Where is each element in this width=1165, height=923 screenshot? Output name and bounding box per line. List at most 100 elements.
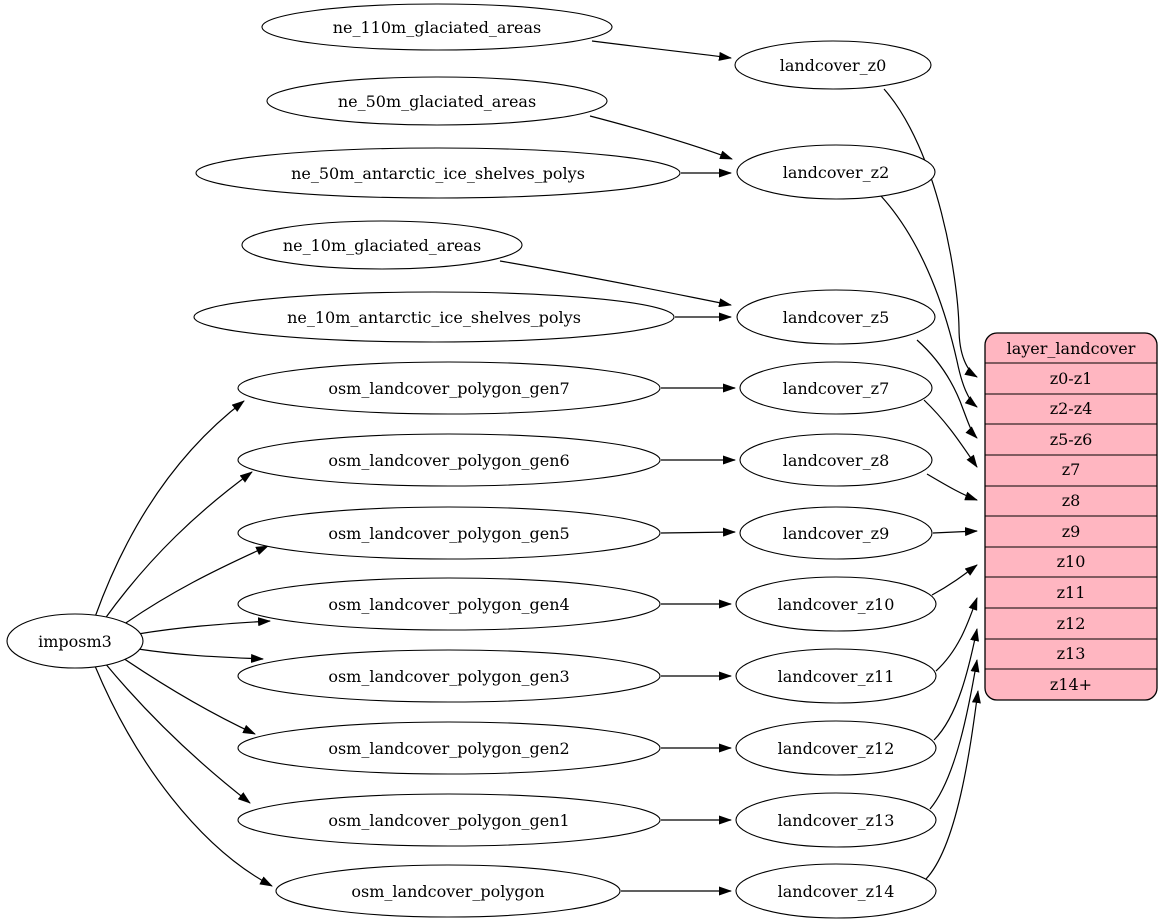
node-landcover-z2: landcover_z2 [736, 144, 936, 200]
imposm3-ellipse [6, 613, 144, 669]
node-osm-landcover-polygon: osm_landcover_polygon [275, 864, 621, 918]
osm-landcover-polygon-gen3-label: osm_landcover_polygon_gen3 [328, 667, 569, 686]
record-row-z12: z12 [1057, 614, 1086, 633]
node-osm-landcover-polygon-gen1: osm_landcover_polygon_gen1 [237, 793, 661, 847]
edge-landcover-z8-to-row-z8 [926, 473, 978, 501]
edge-ne-10m-glaciated-areas-to-landcover-z5 [499, 260, 732, 308]
node-landcover-z14: landcover_z14 [735, 863, 937, 919]
edge-landcover-z0-to-row-z0-z1 [883, 88, 978, 378]
record-row-z5-z6: z5-z6 [1050, 430, 1093, 449]
node-landcover-z5: landcover_z5 [736, 289, 936, 345]
node-landcover-z12: landcover_z12 [735, 720, 937, 776]
node-landcover-z13: landcover_z13 [735, 792, 937, 848]
landcover-z7-ellipse [739, 361, 933, 415]
record-row-z0-z1: z0-z1 [1050, 369, 1093, 388]
osm-landcover-polygon-gen5-ellipse [237, 506, 661, 560]
osm-landcover-polygon-gen1-ellipse [237, 793, 661, 847]
landcover-z11-label: landcover_z11 [778, 667, 895, 686]
node-ne-10m-glaciated-areas: ne_10m_glaciated_areas [241, 220, 523, 270]
ne-50m-glaciated-areas-ellipse [266, 76, 608, 126]
edge-imposm3-to-osm-landcover-polygon-gen2 [119, 655, 256, 735]
node-landcover-z7: landcover_z7 [739, 361, 933, 415]
landcover-z12-label: landcover_z12 [778, 739, 895, 758]
edge-imposm3-to-osm-landcover-polygon-gen3 [137, 648, 264, 663]
landcover-z13-label: landcover_z13 [778, 811, 895, 830]
landcover-z13-ellipse [735, 792, 937, 848]
edge-landcover-z11-to-row-z11 [935, 597, 978, 672]
ne-10m-antarctic-ice-shelves-polys-label: ne_10m_antarctic_ice_shelves_polys [287, 308, 581, 327]
node-imposm3: imposm3 [6, 613, 144, 669]
node-landcover-z10: landcover_z10 [735, 576, 937, 632]
edge-layer [94, 40, 981, 896]
layer-landcover-title: layer_landcover [1007, 339, 1136, 358]
ne-50m-glaciated-areas-label: ne_50m_glaciated_areas [338, 92, 536, 111]
edge-landcover-z9-to-row-z9 [932, 527, 978, 537]
landcover-z8-label: landcover_z8 [783, 451, 890, 470]
edge-landcover-z14-to-row-z14plus [925, 690, 981, 880]
landcover-z8-ellipse [739, 433, 933, 487]
edge-landcover-z7-to-row-z7 [923, 399, 978, 468]
record-row-z7: z7 [1062, 460, 1081, 479]
ne-50m-antarctic-ice-shelves-polys-ellipse [195, 147, 681, 199]
imposm3-label: imposm3 [38, 632, 112, 651]
edge-imposm3-to-osm-landcover-polygon [94, 665, 273, 887]
landcover-z5-ellipse [736, 289, 936, 345]
node-layer-landcover: layer_landcover z0-z1 z2-z4 z5-z6 z7 z8 … [984, 332, 1158, 701]
osm-landcover-polygon-gen2-label: osm_landcover_polygon_gen2 [328, 739, 569, 758]
layer-landcover-separators [985, 362, 1157, 670]
landcover-z5-label: landcover_z5 [783, 308, 890, 327]
edge-landcover-z2-to-row-z2-z4 [880, 195, 978, 408]
landcover-z10-ellipse [735, 576, 937, 632]
osm-landcover-polygon-ellipse [275, 864, 621, 918]
node-osm-landcover-polygon-gen7: osm_landcover_polygon_gen7 [237, 361, 661, 415]
node-landcover-z8: landcover_z8 [739, 433, 933, 487]
landcover-z2-ellipse [736, 144, 936, 200]
record-row-z13: z13 [1057, 644, 1086, 663]
node-osm-landcover-polygon-gen4: osm_landcover_polygon_gen4 [237, 577, 661, 631]
node-osm-landcover-polygon-gen2: osm_landcover_polygon_gen2 [237, 721, 661, 775]
landcover-z7-label: landcover_z7 [783, 379, 890, 398]
record-row-z10: z10 [1057, 552, 1086, 571]
edge-ne-110m-glaciated-areas-to-landcover-z0 [591, 40, 732, 61]
edge-imposm3-to-osm-landcover-polygon-gen6 [103, 471, 253, 621]
landcover-z2-label: landcover_z2 [783, 163, 890, 182]
edge-imposm3-to-osm-landcover-polygon-gen7 [94, 400, 245, 618]
osm-landcover-polygon-gen3-ellipse [237, 649, 661, 703]
landcover-z14-label: landcover_z14 [778, 882, 895, 901]
record-row-z8: z8 [1062, 491, 1081, 510]
ne-10m-glaciated-areas-label: ne_10m_glaciated_areas [283, 236, 481, 255]
osm-landcover-polygon-gen5-label: osm_landcover_polygon_gen5 [328, 524, 569, 543]
osm-landcover-polygon-gen4-label: osm_landcover_polygon_gen4 [328, 595, 569, 614]
edge-gen5-to-landcover-z9 [660, 527, 736, 537]
osm-landcover-polygon-gen7-label: osm_landcover_polygon_gen7 [328, 379, 569, 398]
osm-landcover-polygon-gen6-ellipse [237, 433, 661, 487]
ne-110m-glaciated-areas-label: ne_110m_glaciated_areas [333, 18, 542, 37]
ne-110m-glaciated-areas-ellipse [261, 3, 613, 51]
record-row-z9: z9 [1062, 522, 1081, 541]
landcover-z11-ellipse [735, 648, 937, 704]
edge-landcover-z12-to-row-z12 [933, 628, 979, 741]
record-row-z14plus: z14+ [1050, 675, 1092, 694]
node-landcover-z11: landcover_z11 [735, 648, 937, 704]
node-ne-50m-glaciated-areas: ne_50m_glaciated_areas [266, 76, 608, 126]
edge-landcover-z5-to-row-z5-z6 [916, 339, 978, 439]
node-osm-landcover-polygon-gen3: osm_landcover_polygon_gen3 [237, 649, 661, 703]
landcover-z10-label: landcover_z10 [778, 595, 895, 614]
record-row-z2-z4: z2-z4 [1050, 399, 1093, 418]
record-row-z11: z11 [1057, 583, 1086, 602]
landcover-z0-label: landcover_z0 [780, 56, 887, 75]
node-osm-landcover-polygon-gen6: osm_landcover_polygon_gen6 [237, 433, 661, 487]
landcover-z9-label: landcover_z9 [783, 524, 890, 543]
node-landcover-z9: landcover_z9 [739, 506, 933, 560]
node-landcover-z0: landcover_z0 [734, 40, 932, 90]
osm-landcover-polygon-gen1-label: osm_landcover_polygon_gen1 [328, 811, 569, 830]
edge-landcover-z13-to-row-z13 [929, 659, 980, 810]
landcover-z14-ellipse [735, 863, 937, 919]
osm-landcover-polygon-gen4-ellipse [237, 577, 661, 631]
osm-landcover-polygon-label: osm_landcover_polygon [351, 882, 544, 901]
ne-50m-antarctic-ice-shelves-polys-label: ne_50m_antarctic_ice_shelves_polys [291, 164, 585, 183]
edge-imposm3-to-osm-landcover-polygon-gen5 [119, 545, 269, 628]
node-ne-50m-antarctic-ice-shelves-polys: ne_50m_antarctic_ice_shelves_polys [195, 147, 681, 199]
